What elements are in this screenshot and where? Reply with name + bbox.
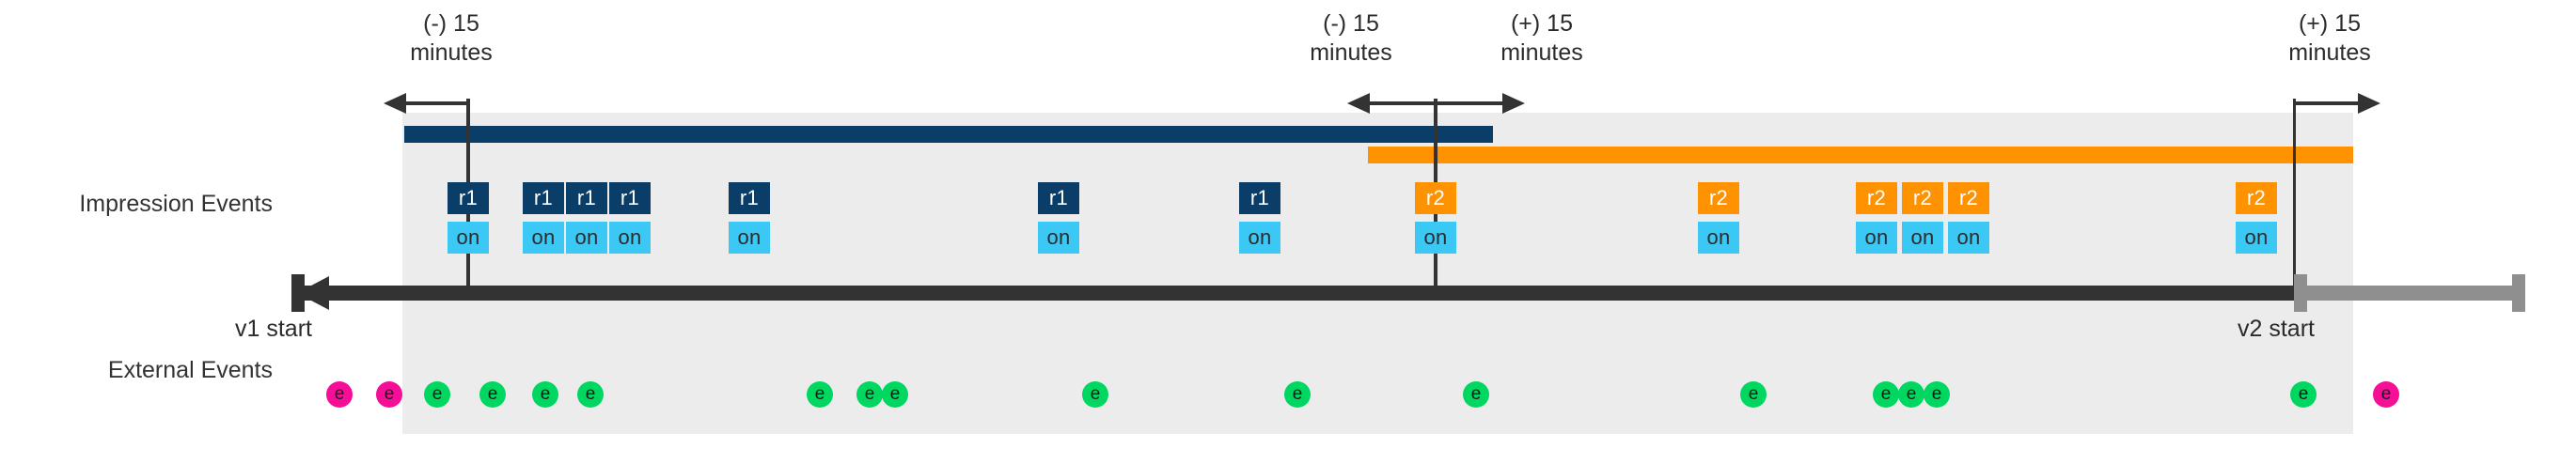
callout-line-1: (+) 15 — [1510, 10, 1573, 37]
external-event-dot[interactable]: e — [1740, 381, 1767, 408]
callout-v1-minus-arrow — [384, 93, 468, 114]
impression-state-chip: on — [729, 222, 770, 254]
impression-version-chip: r1 — [566, 182, 607, 214]
impression-state-chip: on — [2236, 222, 2277, 254]
timeline-inactive-segment — [2294, 286, 2524, 301]
impression-state-chip: on — [1415, 222, 1456, 254]
callout-line-1: (+) 15 — [2298, 10, 2361, 37]
impression-state-chip: on — [566, 222, 607, 254]
callout-v2-plus-arrow — [1436, 93, 1525, 114]
external-event-dot[interactable]: e — [532, 381, 558, 408]
impression-version-chip: r1 — [448, 182, 489, 214]
impression-version-chip: r1 — [609, 182, 651, 214]
callout-line-1: (-) 15 — [1323, 10, 1379, 37]
impression-version-chip: r1 — [1239, 182, 1280, 214]
impression-event[interactable]: r1 on — [729, 182, 770, 254]
timeline-end-cap — [2512, 274, 2525, 312]
external-event-dot[interactable]: e — [1924, 381, 1950, 408]
external-event-dot[interactable]: e — [479, 381, 506, 408]
callout-v2start-plus-arrow — [2294, 93, 2380, 114]
external-event-dot[interactable]: e — [1284, 381, 1311, 408]
shaded-window-band-lower — [402, 250, 2353, 434]
external-event-dot[interactable]: e — [577, 381, 604, 408]
callout-line-1: (-) 15 — [423, 10, 479, 37]
timeline-marker-v1-start: v1 start — [235, 316, 312, 342]
impression-event[interactable]: r2 on — [1856, 182, 1897, 254]
external-event-dot[interactable]: e — [2290, 381, 2317, 408]
external-event-dot[interactable]: e — [1463, 381, 1489, 408]
impression-event[interactable]: r1 on — [523, 182, 564, 254]
impression-version-chip: r1 — [1038, 182, 1079, 214]
timeline-v2-cap — [2294, 274, 2307, 312]
impression-version-chip: r2 — [1415, 182, 1456, 214]
external-event-dot[interactable]: e — [1898, 381, 1924, 408]
external-event-dot[interactable]: e — [326, 381, 353, 408]
impression-state-chip: on — [1948, 222, 1989, 254]
impression-version-chip: r2 — [1856, 182, 1897, 214]
impression-event[interactable]: r1 on — [1038, 182, 1079, 254]
callout-v2-minus-arrow — [1347, 93, 1436, 114]
timeline-marker-v2-start: v2 start — [2238, 316, 2315, 342]
callout-line-2: minutes — [2288, 39, 2371, 66]
impression-state-chip: on — [1902, 222, 1943, 254]
impression-version-chip: r2 — [1948, 182, 1989, 214]
impression-state-chip: on — [1038, 222, 1079, 254]
v2-window-bar — [1368, 147, 2353, 163]
impression-version-chip: r1 — [523, 182, 564, 214]
impression-state-chip: on — [609, 222, 651, 254]
timeline-active-segment — [291, 286, 2294, 301]
external-event-dot[interactable]: e — [376, 381, 402, 408]
external-event-dot[interactable]: e — [1082, 381, 1108, 408]
impression-event[interactable]: r1 on — [448, 182, 489, 254]
external-events-label: External Events — [107, 357, 273, 383]
timeline-left-arrowhead — [297, 276, 329, 310]
impression-state-chip: on — [1698, 222, 1739, 254]
external-event-dot[interactable]: e — [1873, 381, 1899, 408]
guide-line-v2-start — [2293, 99, 2296, 291]
impression-event[interactable]: r1 on — [609, 182, 651, 254]
external-event-dot[interactable]: e — [882, 381, 908, 408]
impression-version-chip: r2 — [2236, 182, 2277, 214]
impression-events-label: Impression Events — [79, 191, 273, 217]
callout-line-2: minutes — [1310, 39, 1392, 66]
impression-event[interactable]: r1 on — [1239, 182, 1280, 254]
impression-event[interactable]: r2 on — [1948, 182, 1989, 254]
impression-state-chip: on — [1856, 222, 1897, 254]
impression-state-chip: on — [523, 222, 564, 254]
v1-window-bar — [404, 126, 1493, 143]
external-event-dot[interactable]: e — [807, 381, 833, 408]
external-event-dot[interactable]: e — [2373, 381, 2399, 408]
impression-version-chip: r2 — [1698, 182, 1739, 214]
impression-event[interactable]: r2 on — [1902, 182, 1943, 254]
callout-line-2: minutes — [1500, 39, 1583, 66]
impression-state-chip: on — [448, 222, 489, 254]
impression-state-chip: on — [1239, 222, 1280, 254]
impression-event[interactable]: r1 on — [566, 182, 607, 254]
impression-version-chip: r1 — [729, 182, 770, 214]
impression-event[interactable]: r2 on — [1415, 182, 1456, 254]
impression-version-chip: r2 — [1902, 182, 1943, 214]
external-event-dot[interactable]: e — [856, 381, 883, 408]
external-event-dot[interactable]: e — [424, 381, 450, 408]
impression-event[interactable]: r2 on — [2236, 182, 2277, 254]
impression-event[interactable]: r2 on — [1698, 182, 1739, 254]
callout-line-2: minutes — [410, 39, 493, 66]
